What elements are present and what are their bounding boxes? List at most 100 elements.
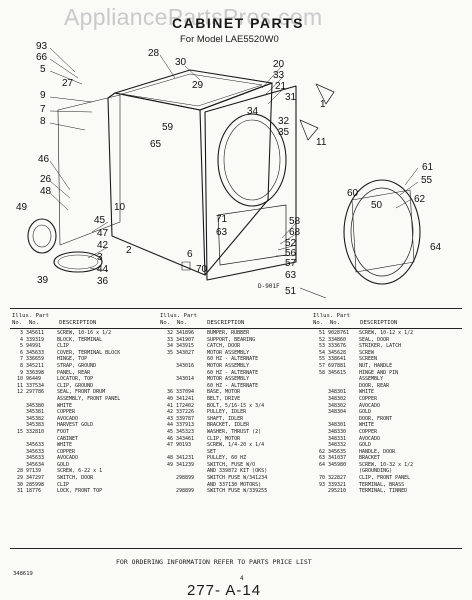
illus-no: 58 — [318, 369, 325, 376]
description: COPPER — [57, 448, 76, 455]
part-number: 345633 — [26, 442, 45, 449]
illus-no: 53 — [318, 343, 325, 350]
part-number — [328, 416, 356, 423]
illus-no — [160, 370, 173, 377]
illus-no: 28 — [16, 468, 23, 475]
description: SWITCH FUSE W/339255 — [207, 488, 268, 495]
illus-no — [312, 409, 325, 416]
header-bottom-rule — [10, 328, 462, 329]
illus-no — [160, 449, 173, 456]
description: HARVEST GOLD — [57, 422, 94, 429]
part-number: 90193 — [176, 442, 192, 449]
illus-no: 34 — [166, 343, 173, 350]
description: DOOR, REAR — [359, 382, 390, 389]
illus-no: 42 — [166, 409, 173, 416]
part-number: 96449 — [26, 376, 42, 383]
illus-no: 47 — [166, 442, 173, 449]
callout-label: 93 — [36, 41, 48, 52]
illus-no — [10, 403, 23, 410]
part-number: 347297 — [26, 475, 45, 482]
description: ASSEMBLY — [359, 376, 384, 383]
part-number — [176, 383, 204, 390]
callout-label: 71 — [216, 214, 228, 225]
description: TERMINAL, BRASS — [359, 481, 405, 488]
callout-label: 48 — [40, 186, 52, 197]
illus-no — [312, 383, 325, 390]
table-row: (GROUNDING) — [312, 468, 464, 475]
callout-label: 59 — [162, 122, 174, 133]
illus-no — [312, 376, 325, 383]
part-number: 337094 — [176, 389, 195, 396]
illus-no: 31 — [16, 488, 23, 495]
illus-no: 49 — [166, 461, 173, 468]
illus-no — [10, 455, 23, 462]
description: SCREW — [359, 349, 375, 356]
table-row: 60 HZ - ALTERNATE — [160, 356, 308, 363]
description: AVOCADO — [57, 415, 79, 422]
description: SUPPORT, BEARING — [207, 336, 256, 343]
description: SET — [207, 448, 217, 455]
illus-no — [160, 376, 173, 383]
part-number: 345323 — [176, 428, 195, 435]
part-number: 345611 — [26, 330, 45, 336]
part-number — [328, 376, 356, 383]
part-number: 297786 — [26, 389, 45, 396]
part-number: 348304 — [328, 409, 347, 416]
part-number: 295210 — [328, 488, 347, 495]
illus-no: 62 — [318, 448, 325, 455]
description: AVOCADO — [359, 435, 381, 442]
description: SCREW, 6-22 x 1 — [57, 468, 103, 475]
callout-label: 62 — [414, 194, 426, 205]
part-number: 298899 — [176, 488, 195, 495]
illus-no: 52 — [318, 336, 325, 343]
description: CATCH, DOOR — [207, 343, 241, 350]
illus-no: 32 — [166, 330, 173, 336]
part-number — [176, 370, 204, 377]
illus-no: 8 — [19, 362, 23, 369]
description: SEAL, DOOR — [359, 336, 390, 343]
model-subtitle: For Model LAE5520W0 — [180, 34, 279, 45]
illus-no: 36 — [166, 389, 173, 396]
document-code: 348619 — [13, 571, 33, 577]
table-row: AND 339872 KIT (OKS) — [160, 468, 308, 475]
part-number: 348302 — [328, 402, 347, 409]
callout-label: 3 — [97, 252, 103, 263]
description: PANEL, REAR — [57, 369, 91, 376]
illus-no — [10, 449, 23, 456]
description: COVER, TERMINAL BLOCK — [57, 349, 121, 356]
description: BASE, MOTOR — [207, 389, 241, 396]
part-number: 94991 — [26, 343, 42, 350]
part-number — [26, 436, 54, 443]
callout-label: 63 — [216, 227, 228, 238]
table-bottom-rule — [10, 548, 462, 549]
illus-no: 4 — [19, 336, 23, 343]
callout-label: 42 — [97, 240, 109, 251]
illus-no: 48 — [166, 455, 173, 462]
description: SEAL, FRONT DRUM — [57, 389, 106, 396]
description: 60 HZ - ALTERNATE — [207, 369, 259, 376]
col1-header: Illus. Part No. No. DESCRIPTION — [12, 313, 97, 326]
part-number: 339321 — [328, 481, 347, 488]
